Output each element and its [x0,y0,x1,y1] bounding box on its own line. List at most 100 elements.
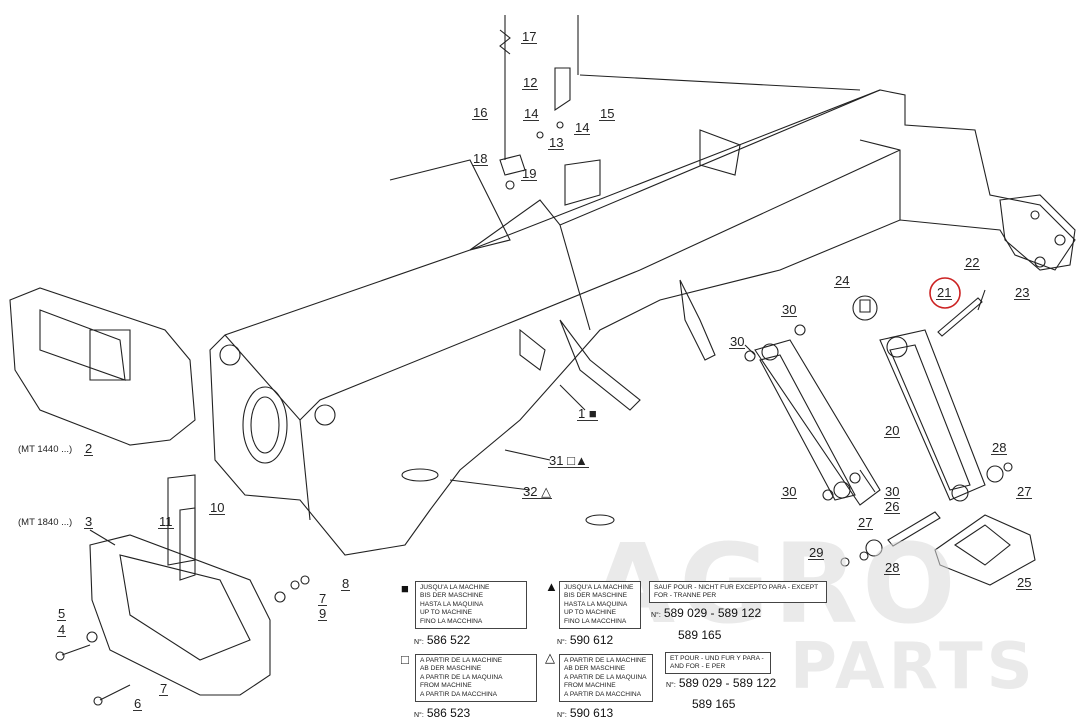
callout-20: 20 [884,423,901,438]
legend-line: JUSQU'A LA MACHINE [564,584,634,591]
callout-14a: 14 [523,106,540,121]
number-prefix: N°: [557,639,567,646]
callout-8: 8 [341,576,351,591]
callout-3: 3 [84,514,94,529]
callout-19: 19 [521,166,538,181]
ref-586522: N°:586 522 [414,633,470,647]
legend-line: FINO LA MACCHINA [564,617,627,625]
callout-10: 10 [209,500,226,515]
callout-27a: 27 [1016,484,1033,499]
legend-line: FINO LA MACCHINA [420,617,483,625]
filled-square-marker: ■ [401,581,409,596]
callout-28a: 28 [991,440,1008,455]
square-outline-marker: □ [401,652,409,667]
legend-except-text: SAUF POUR - NICHT FUR EXCEPTO PARA - EXC… [654,584,819,600]
legend-line: HASTA LA MAQUINA [564,600,628,608]
watermark-parts: PARTS [790,630,1037,704]
number-value: 586 523 [426,706,471,720]
number-prefix: N°: [557,712,567,719]
callout-30c: 30 [781,484,798,499]
callout-7a: 7 [318,591,328,606]
variant-label-mt1440: (MT 1440 ...) [18,444,73,455]
number-prefix: N°: [651,612,661,619]
callout-24: 24 [834,273,851,288]
callout-5: 5 [57,606,67,621]
legend-until-square: JUSQU'A LA MACHINE BIS DER MASCHINE HAST… [415,581,527,629]
legend-line: FROM MACHINE [420,682,472,690]
legend-from-triangle: A PARTIR DE LA MACHINE AB DER MASCHINE A… [559,654,653,702]
callout-18: 18 [472,151,489,166]
callout-7b: 7 [159,681,169,696]
callout-14b: 14 [574,120,591,135]
callout-22: 22 [964,255,981,270]
legend-line: A PARTIR DE LA MACHINE [420,657,503,664]
triangle-outline-symbol: △ [541,484,552,499]
legend-until-triangle: JUSQU'A LA MACHINE BIS DER MASCHINE HAST… [559,581,641,629]
number-value: 589 029 - 589 122 [678,676,777,690]
weight-mt1840 [89,534,271,696]
number-value: 590 612 [569,633,614,647]
callout-12: 12 [522,75,539,90]
legend-line: HASTA LA MAQUINA [420,600,484,608]
chassis-frame [209,89,1076,556]
legend-line: A PARTIR DA MACCHINA [564,690,642,698]
callout-1-number: 1 [578,406,586,421]
legend-line: UP TO MACHINE [420,609,473,617]
lift-arm-right [879,329,986,501]
callout-13: 13 [548,135,565,150]
ref-589165b: 589 165 [692,697,736,711]
ref-590613: N°:590 613 [557,706,613,720]
number-prefix: N°: [666,682,676,689]
callout-26: 26 [884,499,901,514]
number-prefix: N°: [414,639,424,646]
callout-23: 23 [1014,285,1031,300]
callout-32-number: 32 [523,484,538,499]
filled-square-symbol: ■ [588,406,597,421]
legend-line: UP TO MACHINE [564,609,617,617]
ref-586523: N°:586 523 [414,706,470,720]
variant-label-mt1840: (MT 1840 ...) [18,517,73,528]
lift-arm-left [754,339,881,506]
legend-from-square: A PARTIR DE LA MACHINE AB DER MASCHINE A… [415,654,537,702]
callout-1: 1 ■ [577,407,598,421]
number-value: 590 613 [569,706,614,720]
callout-11: 11 [158,514,174,529]
ref-range1: N°:589 029 - 589 122 [651,606,761,620]
legend-line: AB DER MASCHINE [564,665,626,673]
callout-15: 15 [599,106,616,121]
callout-2: 2 [84,441,94,456]
callout-9: 9 [318,606,328,621]
triangle-outline-marker: △ [545,650,555,665]
weight-mt1440 [9,287,196,446]
legend-line: BIS DER MASCHINE [420,592,484,600]
legend-line: A PARTIR DE LA MAQUINA [564,673,647,681]
number-prefix: N°: [414,712,424,719]
square-and-triangle-symbol: □▲ [567,453,588,468]
highlight-circle [929,277,961,309]
bracket-25 [934,514,1036,586]
callout-31-number: 31 [549,453,564,468]
callout-25: 25 [1016,575,1033,590]
legend-line: AB DER MASCHINE [420,665,482,673]
callout-29: 29 [808,545,825,560]
ref-590612: N°:590 612 [557,633,613,647]
callout-4: 4 [57,622,67,637]
callout-6: 6 [133,696,143,711]
ref-589165a: 589 165 [678,628,722,642]
legend-line: FROM MACHINE [564,682,616,690]
callout-30d: 30 [884,484,901,499]
callout-17: 17 [521,29,538,44]
legend-and-for: ET POUR - UND FUR Y PARA - AND FOR - E P… [665,652,771,674]
legend-and-for-text: ET POUR - UND FUR Y PARA - AND FOR - E P… [670,655,764,671]
callout-31: 31 □▲ [548,454,589,468]
number-value: 589 029 - 589 122 [663,606,762,620]
legend-line: BIS DER MASCHINE [564,592,628,600]
callout-30b: 30 [729,334,746,349]
legend-except: SAUF POUR - NICHT FUR EXCEPTO PARA - EXC… [649,581,827,603]
callout-32: 32 △ [522,484,553,499]
legend-line: JUSQU'A LA MACHINE [420,584,490,591]
legend-line: A PARTIR DE LA MACHINE [564,657,647,664]
callout-27b: 27 [857,515,874,530]
callout-16: 16 [472,105,489,120]
